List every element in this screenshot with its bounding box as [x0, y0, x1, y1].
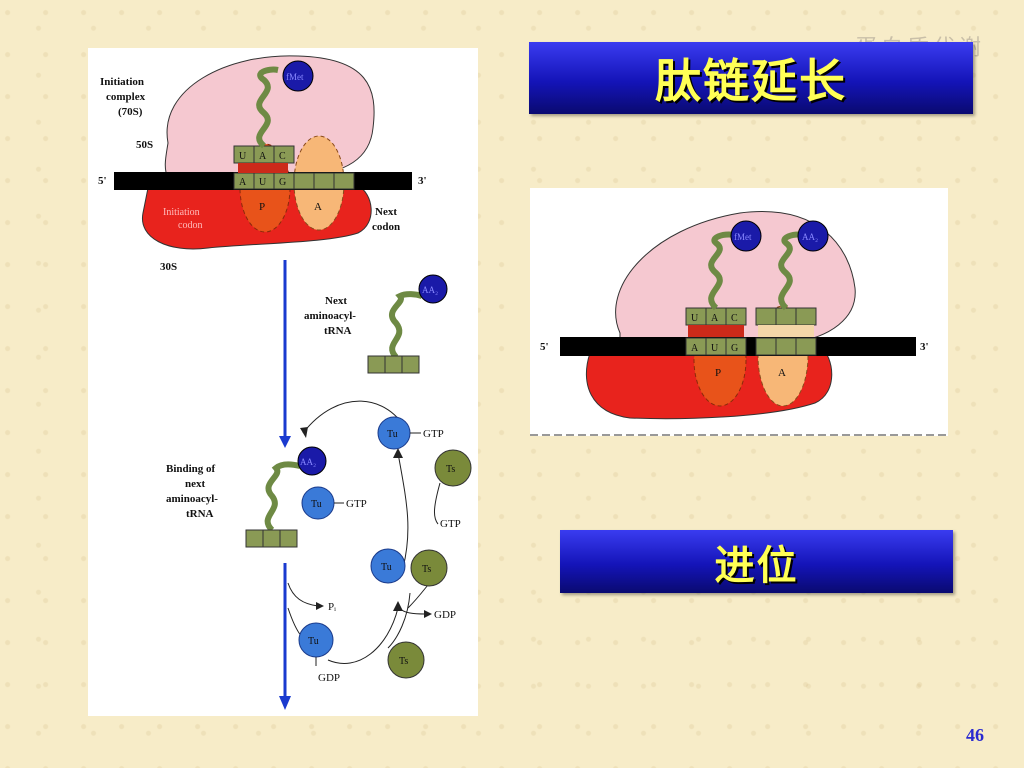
- 50s-label: 50S: [136, 139, 153, 151]
- elongation-cycle-svg: U A C A U G fMet P A Initiation complex …: [98, 55, 472, 710]
- cycle-arrow-right: [397, 452, 409, 569]
- three-prime-label: 3': [418, 175, 427, 187]
- page-number: 46: [966, 725, 984, 745]
- right-p-pairing: [688, 325, 744, 337]
- 30s-label: 30S: [160, 261, 177, 273]
- aa2-label: AA₂: [422, 285, 438, 295]
- right-codon-a: A: [691, 343, 699, 354]
- right-anticodon-u: U: [691, 313, 699, 324]
- right-fmet: [730, 220, 762, 252]
- a-site-label: A: [314, 201, 322, 213]
- next-trna-helix: [389, 291, 423, 360]
- right-anticodon-a: A: [711, 313, 719, 324]
- binding-aa2: [297, 446, 327, 476]
- initiation-label-3: (70S): [118, 106, 143, 118]
- base-pairing: [238, 163, 288, 173]
- aa2-amino-acid: [418, 274, 448, 304]
- right-three-prime: 3': [920, 341, 929, 353]
- initiation-label-1: Initiation: [100, 76, 144, 88]
- anticodon-u: U: [239, 151, 247, 162]
- p-site-label: P: [259, 201, 265, 213]
- tu-circle-complex: [370, 548, 406, 584]
- trna-helix: [256, 66, 279, 149]
- slide-subtitle: 进位: [714, 542, 799, 589]
- right-a-label: A: [778, 367, 786, 379]
- codon-u: U: [259, 177, 267, 188]
- right-codon-u: U: [711, 343, 719, 354]
- slide-title: 肽链延长: [655, 54, 847, 108]
- slide-title-banner: 肽链延长: [529, 42, 973, 114]
- tu-label-binding: Tu: [311, 499, 322, 510]
- ts-label-complex: Ts: [422, 564, 431, 575]
- right-anticodon-boxes: [685, 307, 817, 326]
- right-p-trna-helix: [708, 231, 736, 311]
- right-aa2: [797, 220, 829, 252]
- binding-aa2-label: AA₂: [300, 457, 316, 467]
- right-a-pairing: [758, 325, 814, 337]
- right-aa2-label: AA₂: [802, 232, 818, 242]
- subtitle-banner: 进位: [560, 530, 953, 593]
- tu-label-top: Tu: [387, 429, 398, 440]
- tu-label-complex: Tu: [381, 562, 392, 573]
- right-fmet-label: fMet: [734, 232, 752, 242]
- ts-circle-bottom: [387, 641, 425, 679]
- right-codon-g: G: [731, 343, 738, 354]
- anticodon-a: A: [259, 151, 267, 162]
- five-prime-label: 5': [98, 175, 107, 187]
- elongation-cycle-diagram: U A C A U G fMet P A Initiation complex …: [88, 48, 478, 716]
- binding-label-2: next: [185, 478, 206, 490]
- ts-label-top: Ts: [446, 464, 455, 475]
- gtp-label-right: GTP: [440, 518, 461, 530]
- binding-label-4: tRNA: [186, 508, 214, 520]
- codon-boxes: [233, 172, 355, 190]
- right-codon-boxes: [685, 337, 817, 356]
- pi-label: Pᵢ: [328, 601, 336, 613]
- fmet-amino-acid: [282, 60, 314, 92]
- binding-label-1: Binding of: [166, 463, 216, 475]
- right-anticodon-c: C: [731, 313, 738, 324]
- gtp-label-top: GTP: [423, 428, 444, 440]
- binding-trna-helix: [264, 461, 301, 533]
- right-p-label: P: [715, 367, 721, 379]
- fmet-label: fMet: [286, 72, 304, 82]
- cycle-arrow-bottom: [327, 607, 399, 664]
- aminoacyl-entry-diagram: U A C A U G fMet AA₂ P A 5' 3': [530, 188, 948, 436]
- next-trna-label-2: aminoacyl-: [304, 310, 356, 322]
- tu-label-gdp: Tu: [308, 636, 319, 647]
- gtp-label-binding: GTP: [346, 498, 367, 510]
- codon-a: A: [239, 177, 247, 188]
- next-trna-label-1: Next: [325, 295, 347, 307]
- anticodon-c: C: [279, 151, 286, 162]
- initiation-label-2: complex: [106, 91, 146, 103]
- next-codon-label-1: Next: [375, 206, 397, 218]
- ts-label-bottom: Ts: [399, 656, 408, 667]
- right-a-trna-helix: [778, 231, 806, 311]
- ts-circle-top: [434, 449, 472, 487]
- right-five-prime: 5': [540, 341, 549, 353]
- codon-g: G: [279, 177, 286, 188]
- initiation-codon-label-2: codon: [178, 220, 202, 231]
- ts-circle-complex: [410, 549, 448, 587]
- gdp-label-bottom: GDP: [318, 672, 340, 684]
- next-codon-label-2: codon: [372, 221, 400, 233]
- binding-label-3: aminoacyl-: [166, 493, 218, 505]
- gdp-label-right: GDP: [434, 609, 456, 621]
- next-trna-label-3: tRNA: [324, 325, 352, 337]
- initiation-codon-label-1: Initiation: [163, 207, 200, 218]
- aminoacyl-entry-svg: U A C A U G fMet AA₂ P A 5' 3': [530, 211, 948, 436]
